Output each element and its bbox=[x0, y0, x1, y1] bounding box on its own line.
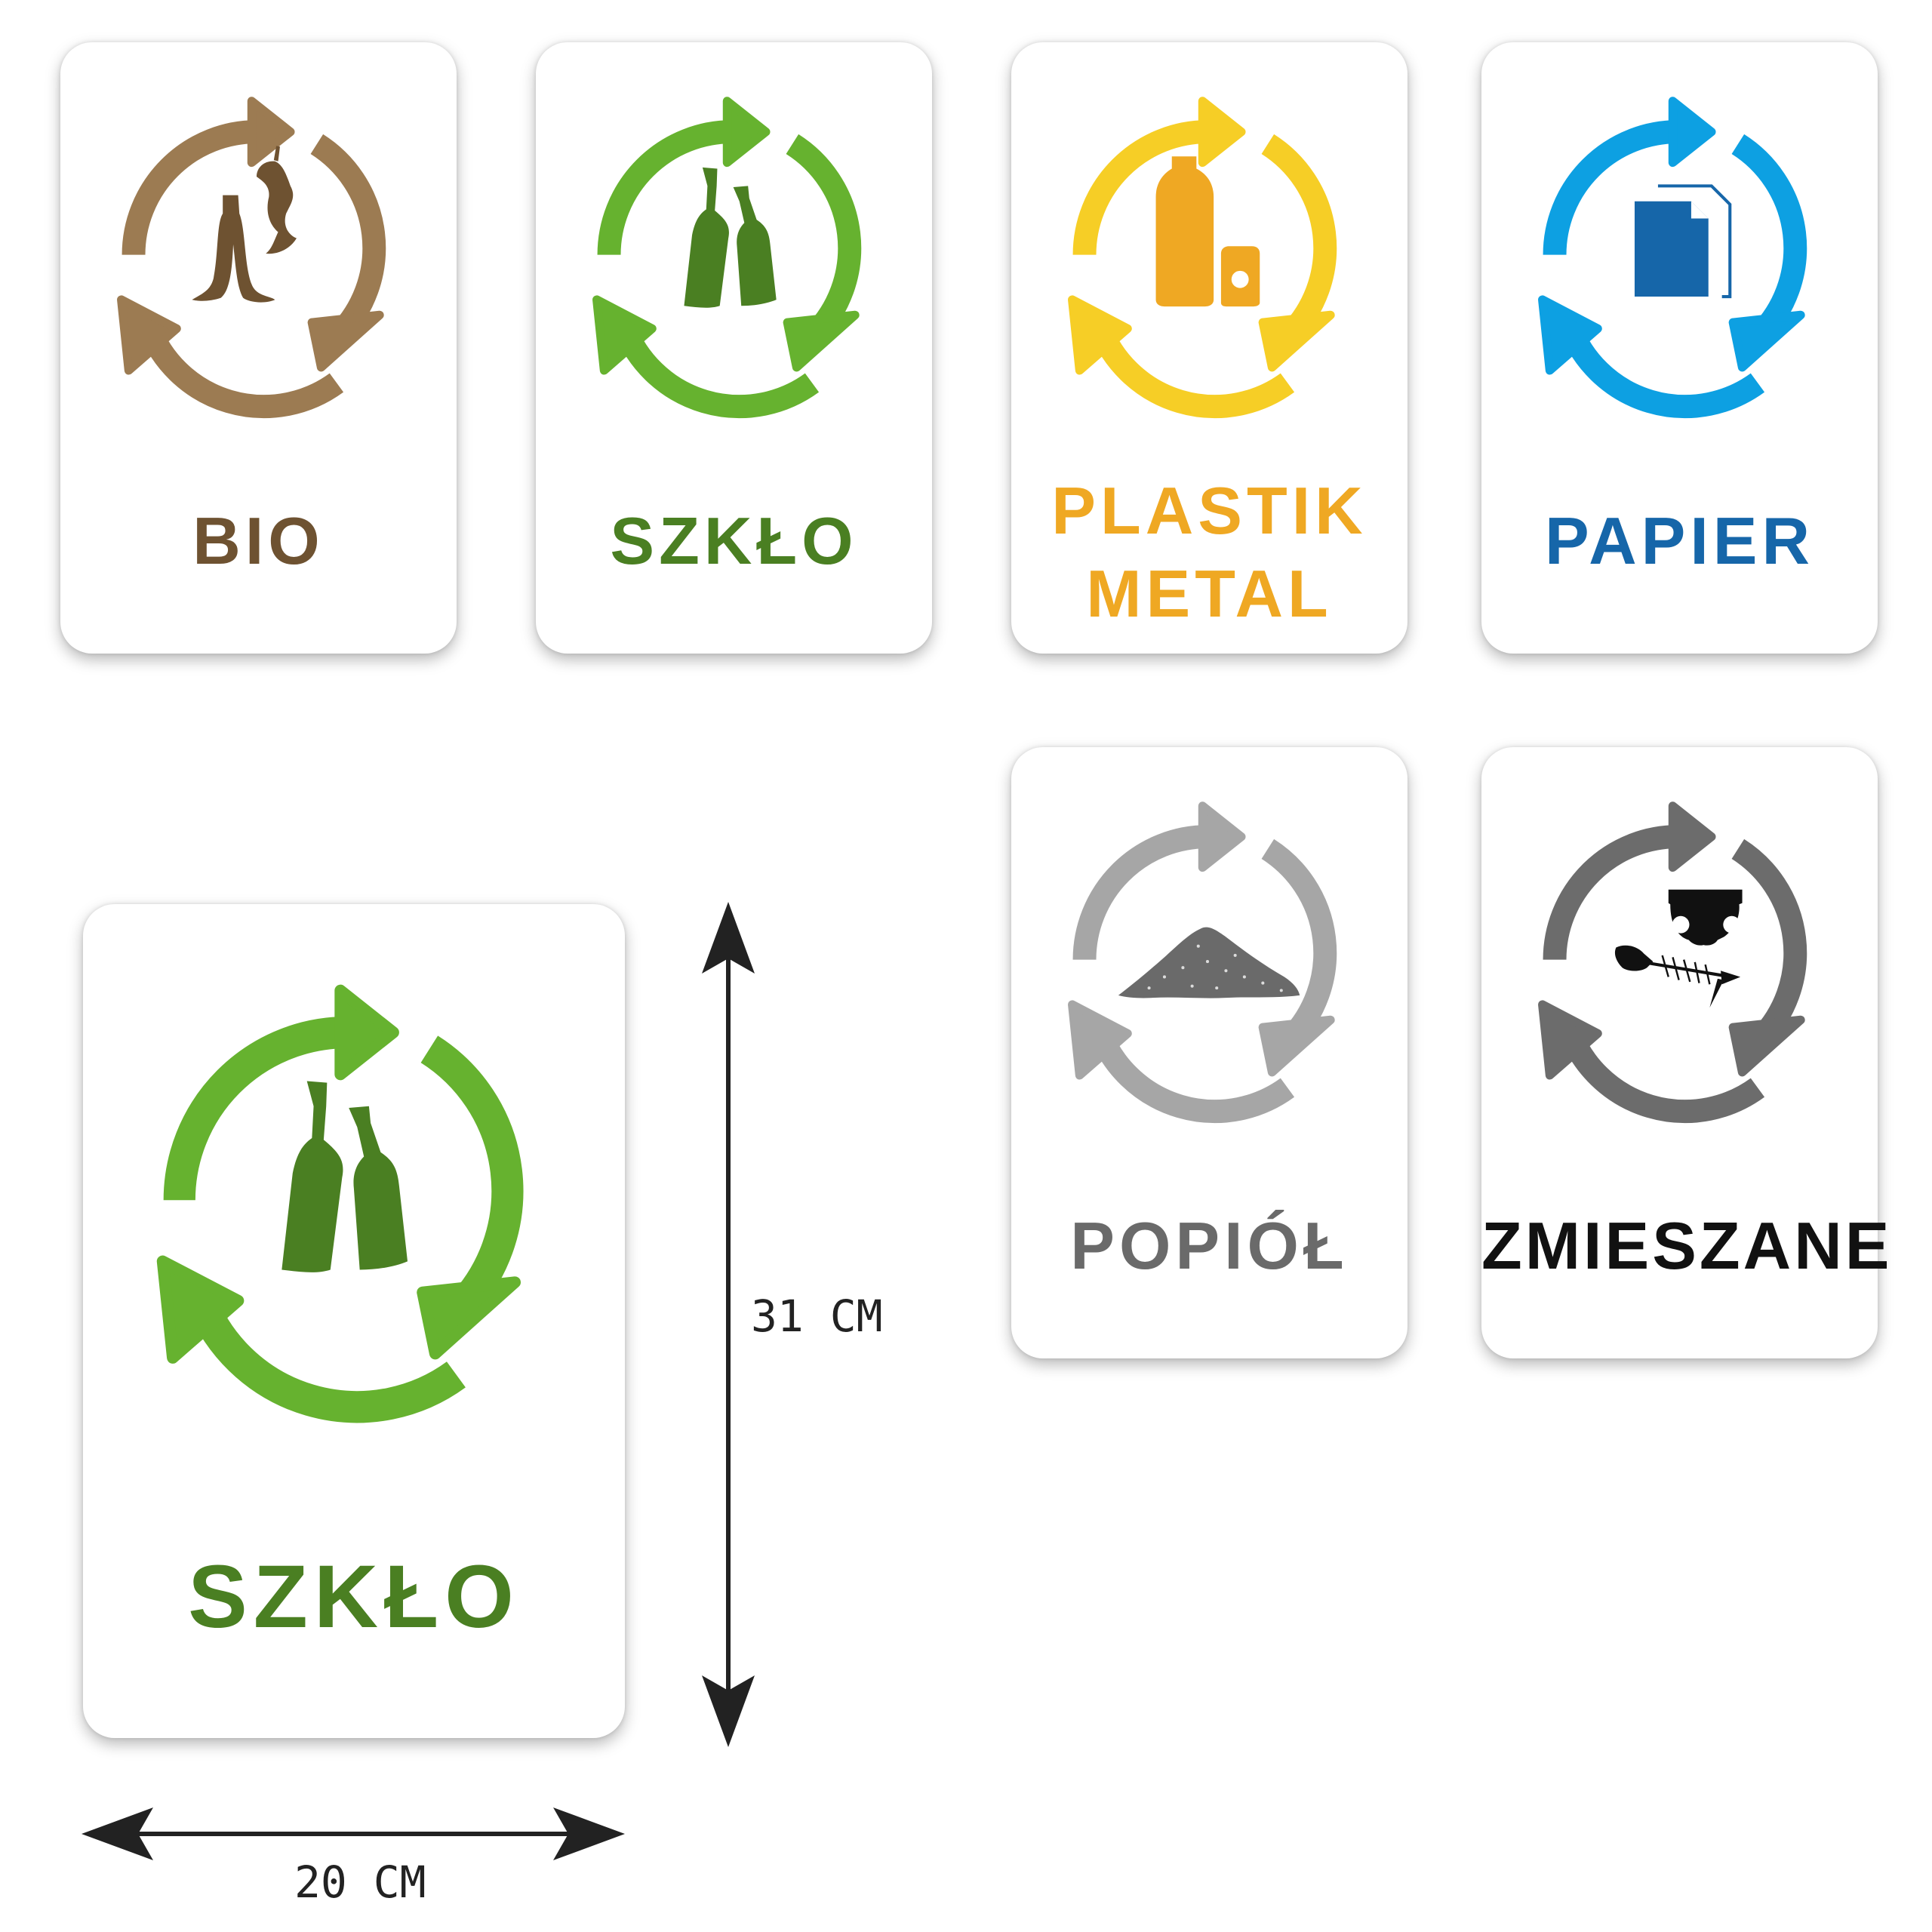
sign-card-szklo: SZKŁO bbox=[536, 42, 932, 654]
sign-card-szklo-large: SZKŁO bbox=[83, 904, 625, 1738]
recycle-arrows-icon bbox=[596, 100, 855, 407]
sign-card-plastik-metal: PLASTIK METAL bbox=[1011, 42, 1407, 654]
plastic-bottle-can-icon bbox=[1155, 156, 1260, 307]
width-dimension-arrow bbox=[82, 1807, 625, 1860]
sign-label-metal: METAL bbox=[1086, 556, 1333, 631]
sign-label-zmieszane: ZMIESZANE bbox=[1481, 1208, 1893, 1283]
sign-label-plastik: PLASTIK bbox=[1051, 473, 1367, 548]
recycle-arrows-icon bbox=[121, 100, 380, 407]
width-dimension-label: 20 CM bbox=[294, 1857, 426, 1908]
recycle-arrows-icon bbox=[1072, 100, 1331, 407]
sign-card-bio: BIO bbox=[60, 42, 457, 654]
sign-label-papier: PAPIER bbox=[1544, 503, 1815, 578]
sign-card-papier: PAPIER bbox=[1481, 42, 1878, 654]
ash-pile-icon bbox=[1118, 927, 1300, 998]
sign-label-popiol: POPIÓŁ bbox=[1070, 1208, 1349, 1283]
sign-card-popiol: POPIÓŁ bbox=[1011, 747, 1407, 1358]
mixed-waste-icon bbox=[1614, 889, 1743, 1008]
height-dimension-arrow bbox=[702, 902, 755, 1747]
recycle-arrows-icon bbox=[1542, 100, 1801, 407]
food-waste-icon bbox=[192, 146, 297, 303]
glass-bottles-icon bbox=[684, 167, 777, 308]
height-dimension-label: 31 CM bbox=[751, 1291, 883, 1342]
paper-documents-icon bbox=[1634, 184, 1732, 299]
recycle-arrows-icon bbox=[1542, 805, 1801, 1112]
glass-bottles-icon bbox=[281, 1081, 408, 1272]
recycle-arrows-icon bbox=[162, 990, 515, 1407]
recycle-arrows-icon bbox=[1072, 805, 1331, 1112]
sign-label-bio: BIO bbox=[192, 503, 325, 578]
sign-label-szklo: SZKŁO bbox=[610, 503, 858, 578]
sign-label-szklo-large: SZKŁO bbox=[188, 1547, 520, 1647]
sign-card-zmieszane: ZMIESZANE bbox=[1481, 747, 1893, 1358]
